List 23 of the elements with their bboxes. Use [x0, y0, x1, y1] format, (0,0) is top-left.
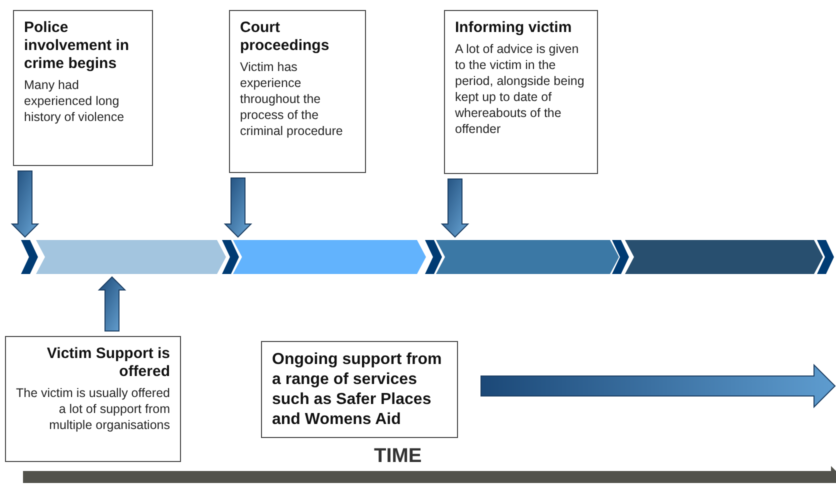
- box-description: The victim is usually offered a lot of support from multiple organisations: [16, 385, 170, 433]
- timeline-segment: [436, 240, 619, 274]
- box-heading: Victim Support is offered: [46, 345, 170, 381]
- timeline-segment: [233, 240, 426, 274]
- block-arrow: [10, 170, 40, 238]
- event-box: [13, 10, 153, 166]
- block-arrow: [224, 178, 252, 238]
- axis-label: TIME: [374, 445, 422, 468]
- block-arrow: [440, 178, 470, 238]
- event-box: [5, 336, 181, 462]
- box-heading: Police involvement in crime begins: [24, 19, 130, 73]
- event-box: [444, 10, 598, 174]
- event-box: [229, 10, 366, 173]
- box-heading: Informing victim: [455, 19, 573, 37]
- timeline-segment: [36, 240, 226, 274]
- box-description: A lot of advice is given to the victim in the period, alongside being kept up to date of whereabouts of the offender: [455, 41, 586, 137]
- box-description: Many had experienced long history of violence: [24, 77, 126, 125]
- box-description: Victim has experience throughout the process of the criminal procedure: [240, 59, 344, 139]
- event-box: [261, 341, 458, 438]
- block-arrow: [98, 276, 126, 332]
- box-heading: Ongoing support from a range of services such as Safer Places and Womens Aid: [272, 350, 443, 430]
- box-heading: Court proceedings: [240, 19, 330, 55]
- timeline-segment: [625, 240, 823, 274]
